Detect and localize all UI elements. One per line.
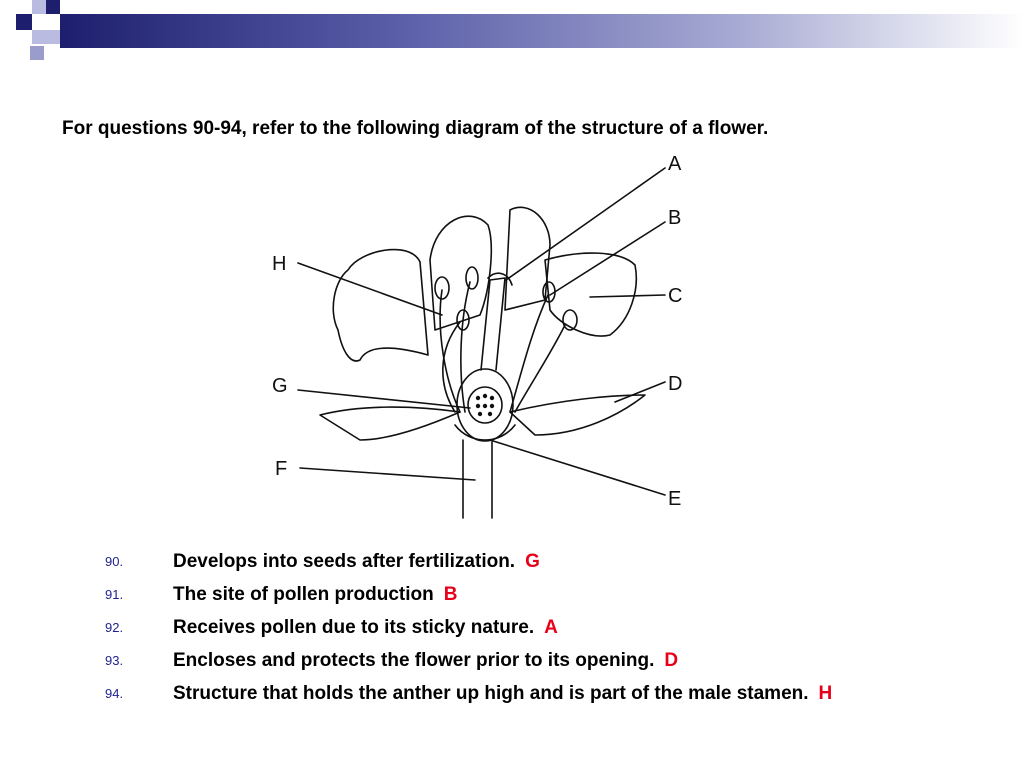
leader-a — [505, 167, 666, 281]
question-prompt: For questions 90-94, refer to the follow… — [62, 118, 769, 139]
right-sepal — [509, 394, 646, 436]
anther-5 — [562, 309, 578, 331]
list-item: 93. Encloses and protects the flower pri… — [105, 644, 1005, 677]
label-c: C — [668, 285, 682, 307]
leader-g — [297, 389, 471, 409]
style — [480, 277, 506, 371]
answer-text: D — [664, 649, 679, 671]
label-b: B — [668, 207, 681, 229]
question-list: 90. Develops into seeds after fertilizat… — [105, 545, 1005, 710]
anther-1 — [434, 276, 450, 300]
label-h: H — [272, 253, 286, 275]
left-sepal — [319, 406, 461, 441]
list-item: 91. The site of pollen production B — [105, 578, 1005, 611]
question-text: The site of pollen production — [173, 583, 434, 605]
answer-text: B — [443, 583, 458, 605]
back-left-petal — [429, 215, 493, 331]
answer-text: G — [525, 550, 540, 572]
question-number: 94. — [105, 686, 124, 701]
question-number: 91. — [105, 587, 124, 602]
list-item: 92. Receives pollen due to its sticky na… — [105, 611, 1005, 644]
left-petal — [332, 248, 429, 362]
right-petal — [544, 252, 638, 337]
list-item: 94. Structure that holds the anther up h… — [105, 677, 1005, 710]
stigma — [487, 272, 513, 286]
label-d: D — [668, 373, 682, 395]
question-text: Receives pollen due to its sticky nature… — [173, 616, 535, 638]
question-number: 93. — [105, 653, 124, 668]
leader-h — [297, 262, 443, 316]
anther-3 — [456, 309, 470, 331]
header-decoration — [0, 0, 1024, 64]
label-g: G — [272, 375, 288, 397]
flower-diagram: A B C D E F G H — [272, 153, 682, 519]
leader-c — [589, 294, 666, 298]
filament-5 — [514, 324, 566, 413]
leader-e — [489, 439, 666, 496]
filament-2 — [460, 281, 471, 413]
filament-3 — [442, 321, 461, 413]
question-text: Develops into seeds after fertilization. — [173, 550, 516, 572]
receptacle — [454, 424, 516, 441]
filament-4 — [509, 294, 549, 413]
leader-b — [549, 221, 666, 296]
question-number: 90. — [105, 554, 124, 569]
leader-f — [299, 467, 476, 481]
answer-text: A — [544, 616, 558, 638]
ovule-chamber — [467, 386, 503, 424]
question-number: 92. — [105, 620, 124, 635]
label-a: A — [668, 153, 682, 175]
leader-d — [614, 381, 666, 403]
anther-2 — [465, 266, 479, 290]
question-text: Structure that holds the anther up high … — [173, 682, 809, 704]
question-text: Encloses and protects the flower prior t… — [173, 649, 655, 671]
list-item: 90. Develops into seeds after fertilizat… — [105, 545, 1005, 578]
label-f: F — [275, 458, 287, 480]
label-e: E — [668, 488, 681, 510]
answer-text: H — [818, 682, 833, 704]
filament-1 — [439, 289, 461, 413]
